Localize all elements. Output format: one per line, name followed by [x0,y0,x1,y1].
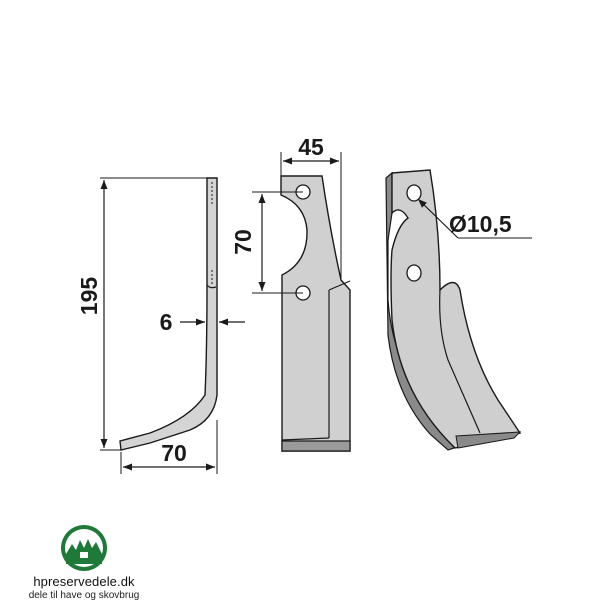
hole-spacing-label: 70 [230,229,256,255]
dimension-hole-diameter: Ø10,5 [417,198,532,239]
top-width-label: 45 [298,134,324,160]
dimension-top-width: 45 [280,134,342,280]
side-view-blade-shape [119,177,218,451]
perspective-top-hole [406,184,422,202]
brand-tagline: dele til have og skovbrug [28,590,140,601]
front-view-blade-shape [280,175,351,452]
brand-logo-icon [61,525,107,571]
brand-logo-block[interactable]: hpreservedele.dk dele til have og skovbr… [14,524,154,601]
blade-perspective-view [385,169,522,451]
bottom-width-label: 70 [161,440,187,466]
dimension-thickness: 6 [160,309,245,335]
dimension-hole-spacing: 70 [230,191,303,294]
height-label: 195 [76,277,102,316]
dimension-height: 195 [76,177,207,451]
hole-diameter-label: Ø10,5 [449,211,512,237]
dimension-bottom-width: 70 [120,420,218,474]
perspective-bottom-hole [406,264,422,282]
blade-front-view [280,175,351,452]
blade-side-view [119,177,218,451]
thickness-label: 6 [160,309,173,335]
brand-name: hpreservedele.dk [33,574,135,589]
perspective-blade-shape [390,169,522,449]
